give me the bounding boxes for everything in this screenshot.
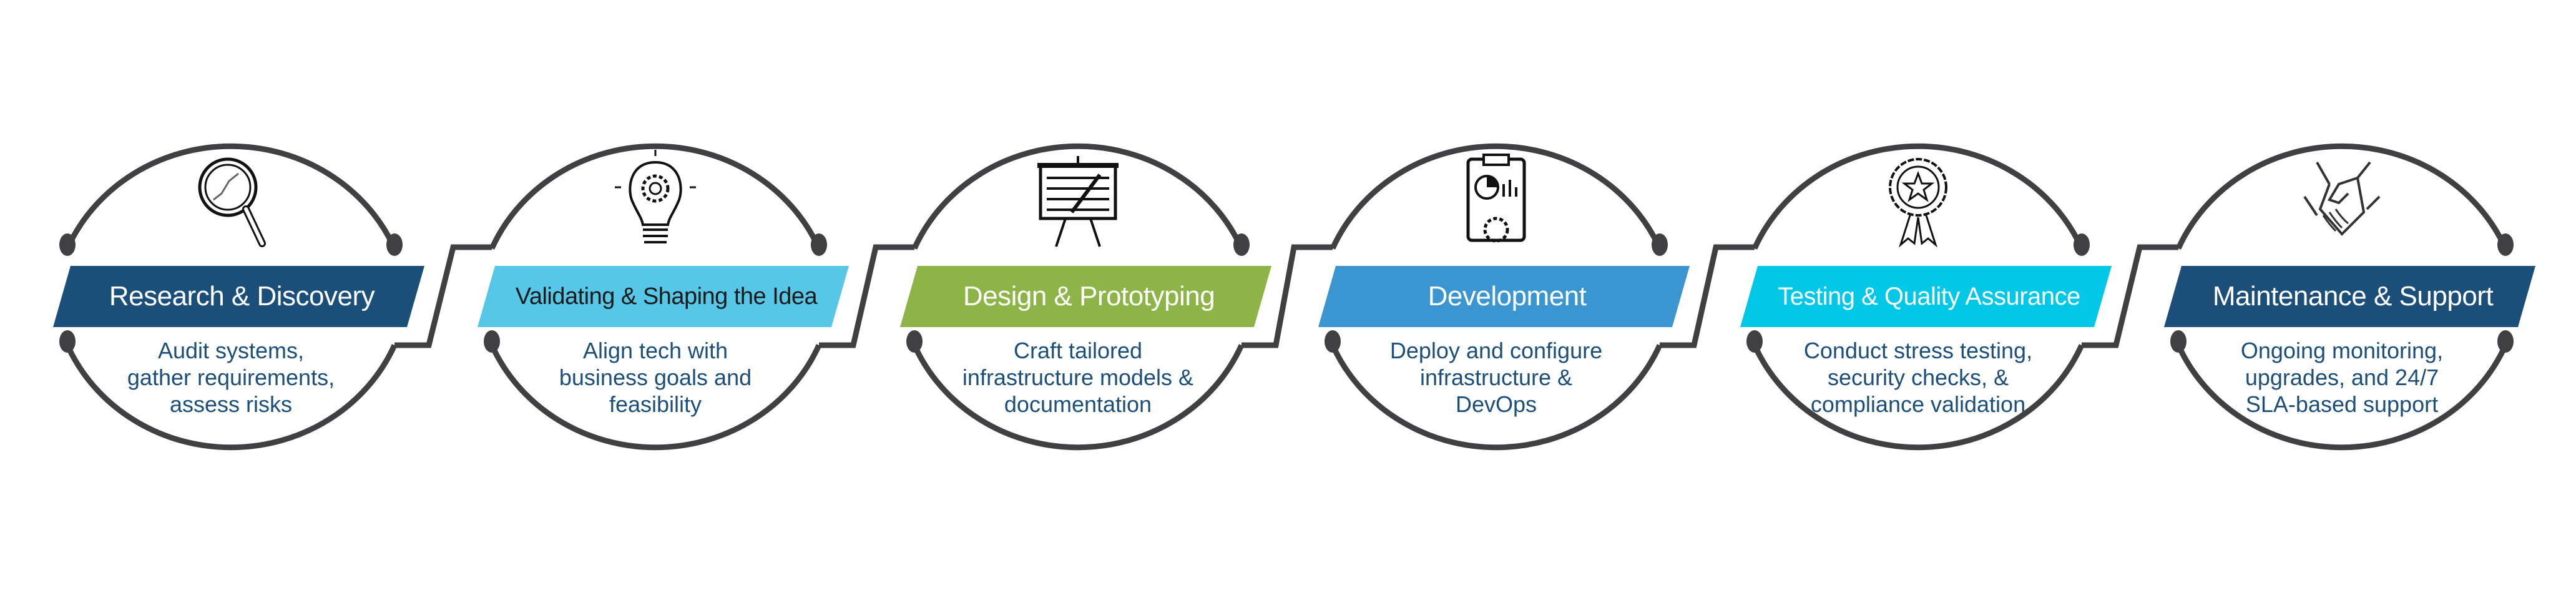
stage-title: Maintenance & Support (2212, 281, 2494, 311)
circle-top-arc (2175, 143, 2509, 250)
stage-banner-2 (477, 266, 849, 327)
description-line: security checks, & (1827, 365, 2009, 390)
award-ribbon-icon (1856, 150, 1981, 250)
connector-dot (2170, 330, 2187, 353)
description-line: gather requirements, (127, 365, 335, 390)
circle-top-arc (489, 143, 822, 250)
description-line: upgrades, and 24/7 (2245, 365, 2439, 390)
circle-bottom-arc (1330, 344, 1663, 451)
description-line: infrastructure models & (962, 365, 1194, 390)
presentation-board-icon (1016, 150, 1140, 250)
stage-description: Audit systems,gather requirements,assess… (69, 337, 393, 418)
stage-banner-1 (53, 266, 424, 327)
connector-dot (1652, 233, 1668, 256)
stage-title: Research & Discovery (109, 281, 375, 311)
description-line: DevOps (1455, 391, 1537, 417)
connector-dot (906, 330, 923, 353)
circle-bottom-arc (911, 344, 1245, 451)
connector-dot (1233, 233, 1250, 256)
description-line: Conduct stress testing, (1803, 338, 2033, 363)
circle-bottom-arc (1751, 344, 2085, 451)
description-line: infrastructure & (1419, 365, 1573, 390)
step-connector (2082, 244, 2178, 348)
circle-top-arc (911, 143, 1245, 250)
circle-bottom-arc (2175, 344, 2509, 451)
connector-dot (59, 330, 76, 353)
description-line: feasibility (609, 391, 702, 417)
step-connector (1660, 244, 1755, 348)
stage-title: Validating & Shaping the Idea (515, 283, 818, 310)
circle-top-arc (1330, 143, 1663, 250)
stage-title: Testing & Quality Assurance (1778, 282, 2080, 310)
handshake-icon (2280, 150, 2404, 250)
lightbulb-gear-icon (593, 150, 718, 250)
connector-dot (2497, 330, 2514, 353)
connector-dot (2074, 233, 2090, 256)
connector-dot (484, 330, 500, 353)
connector-dot (811, 233, 827, 256)
description-line: Align tech with (582, 338, 728, 363)
description-line: Ongoing monitoring, (2240, 338, 2444, 363)
circle-top-arc (1751, 143, 2085, 250)
circle-bottom-arc (489, 344, 822, 451)
description-line: compliance validation (1810, 391, 2026, 417)
circle-bottom-arc (64, 344, 398, 451)
connector-dot (59, 233, 76, 256)
connector-dot (386, 233, 403, 256)
connector-dot (1746, 330, 1763, 353)
clipboard-report-icon (1434, 150, 1559, 250)
description-line: Deploy and configure (1389, 338, 1603, 363)
step-connector (819, 244, 914, 348)
magnifier-chart-icon (169, 150, 293, 250)
description-line: business goals and (559, 365, 752, 390)
step-connector (394, 244, 492, 348)
connector-dot (1325, 330, 1341, 353)
stage-description: Conduct stress testing,security checks, … (1756, 337, 2080, 418)
step-connector (1241, 244, 1333, 348)
stage-banner-3 (900, 266, 1271, 327)
stage-title: Design & Prototyping (962, 281, 1215, 311)
stage-banner-6 (2164, 266, 2535, 327)
stage-banner-4 (1318, 266, 1690, 327)
description-line: SLA-based support (2245, 391, 2439, 417)
description-line: documentation (1004, 391, 1152, 417)
stage-title: Development (1428, 281, 1587, 311)
stage-banner-5 (1740, 266, 2112, 327)
description-line: Craft tailored (1013, 338, 1143, 363)
connector-dot (2497, 233, 2514, 256)
description-line: Audit systems, (157, 338, 305, 363)
description-line: assess risks (169, 391, 293, 417)
circle-top-arc (64, 143, 398, 250)
